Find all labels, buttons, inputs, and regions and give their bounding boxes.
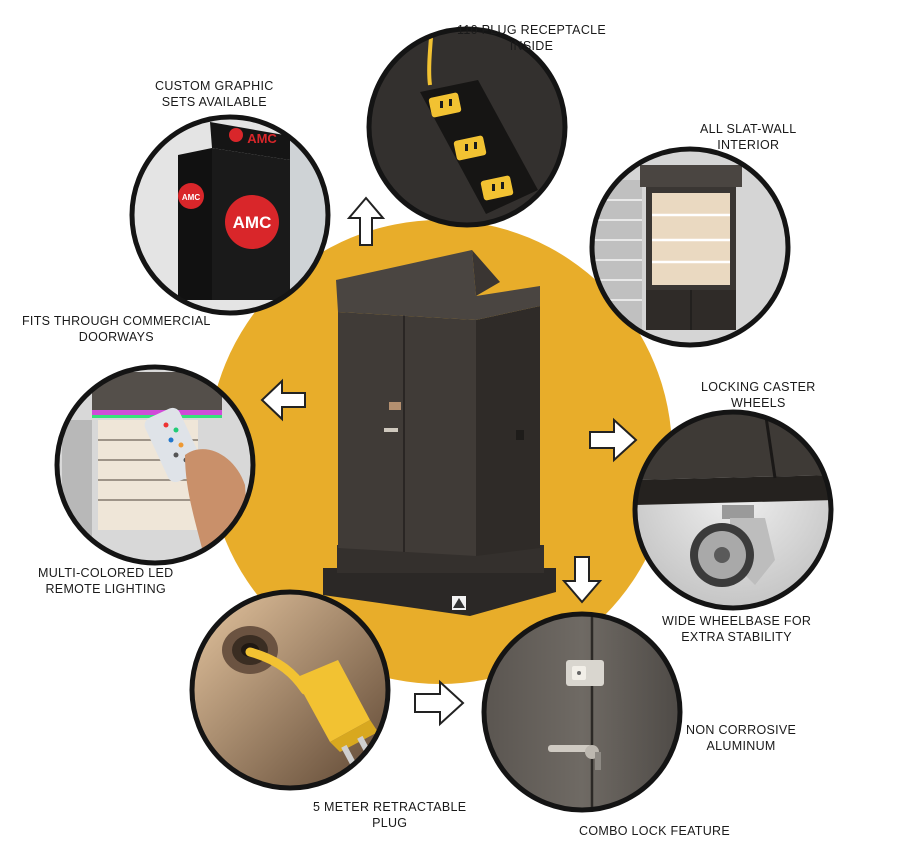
door-handle-icon	[548, 745, 601, 770]
combo-lock-icon	[566, 660, 604, 686]
arrow-left-icon	[260, 378, 306, 422]
arrow-right-icon	[589, 417, 638, 463]
feature-image-graphics: AMC AMC AMC	[129, 114, 331, 316]
label-receptacle: 110 PLUG RECEPTACLE INSIDE	[457, 23, 607, 53]
label-plug: 5 METER RETRACTABLE PLUG	[313, 800, 467, 830]
label-slatwall: ALL SLAT-WALL INTERIOR	[700, 122, 797, 152]
power-plug-icon	[295, 660, 378, 768]
label-wheelbase: WIDE WHEELBASE FOR EXTRA STABILITY	[662, 614, 812, 644]
caster-wheel-icon	[690, 505, 775, 587]
label-led: MULTI-COLORED LED REMOTE LIGHTING	[38, 566, 174, 596]
feature-image-receptacle	[366, 26, 568, 228]
power-strip-icon	[428, 92, 514, 201]
feature-image-lock	[481, 611, 683, 813]
amc-logo-text: AMC	[233, 213, 272, 232]
feature-image-led	[54, 364, 256, 566]
arrow-right-icon	[414, 679, 465, 727]
label-graphics: CUSTOM GRAPHIC SETS AVAILABLE	[155, 79, 274, 109]
feature-image-slatwall	[589, 146, 791, 348]
label-doorways: FITS THROUGH COMMERCIAL DOORWAYS	[22, 314, 211, 344]
feature-image-plug	[189, 589, 391, 791]
label-lock: COMBO LOCK FEATURE	[579, 824, 731, 838]
arrow-up-icon	[346, 196, 386, 246]
amc-header-logo-text: AMC	[247, 131, 277, 146]
amc-kiosk-icon: AMC AMC AMC	[178, 122, 290, 300]
label-aluminum: NON CORROSIVE ALUMINUM	[686, 723, 797, 753]
amc-logo-text-small: AMC	[182, 193, 200, 202]
cabinet-illustration	[323, 250, 556, 616]
feature-image-casters	[632, 409, 834, 611]
label-casters: LOCKING CASTER WHEELS	[701, 380, 816, 410]
slat-wall-interior-icon	[640, 165, 742, 330]
arrow-down-icon	[561, 556, 603, 604]
